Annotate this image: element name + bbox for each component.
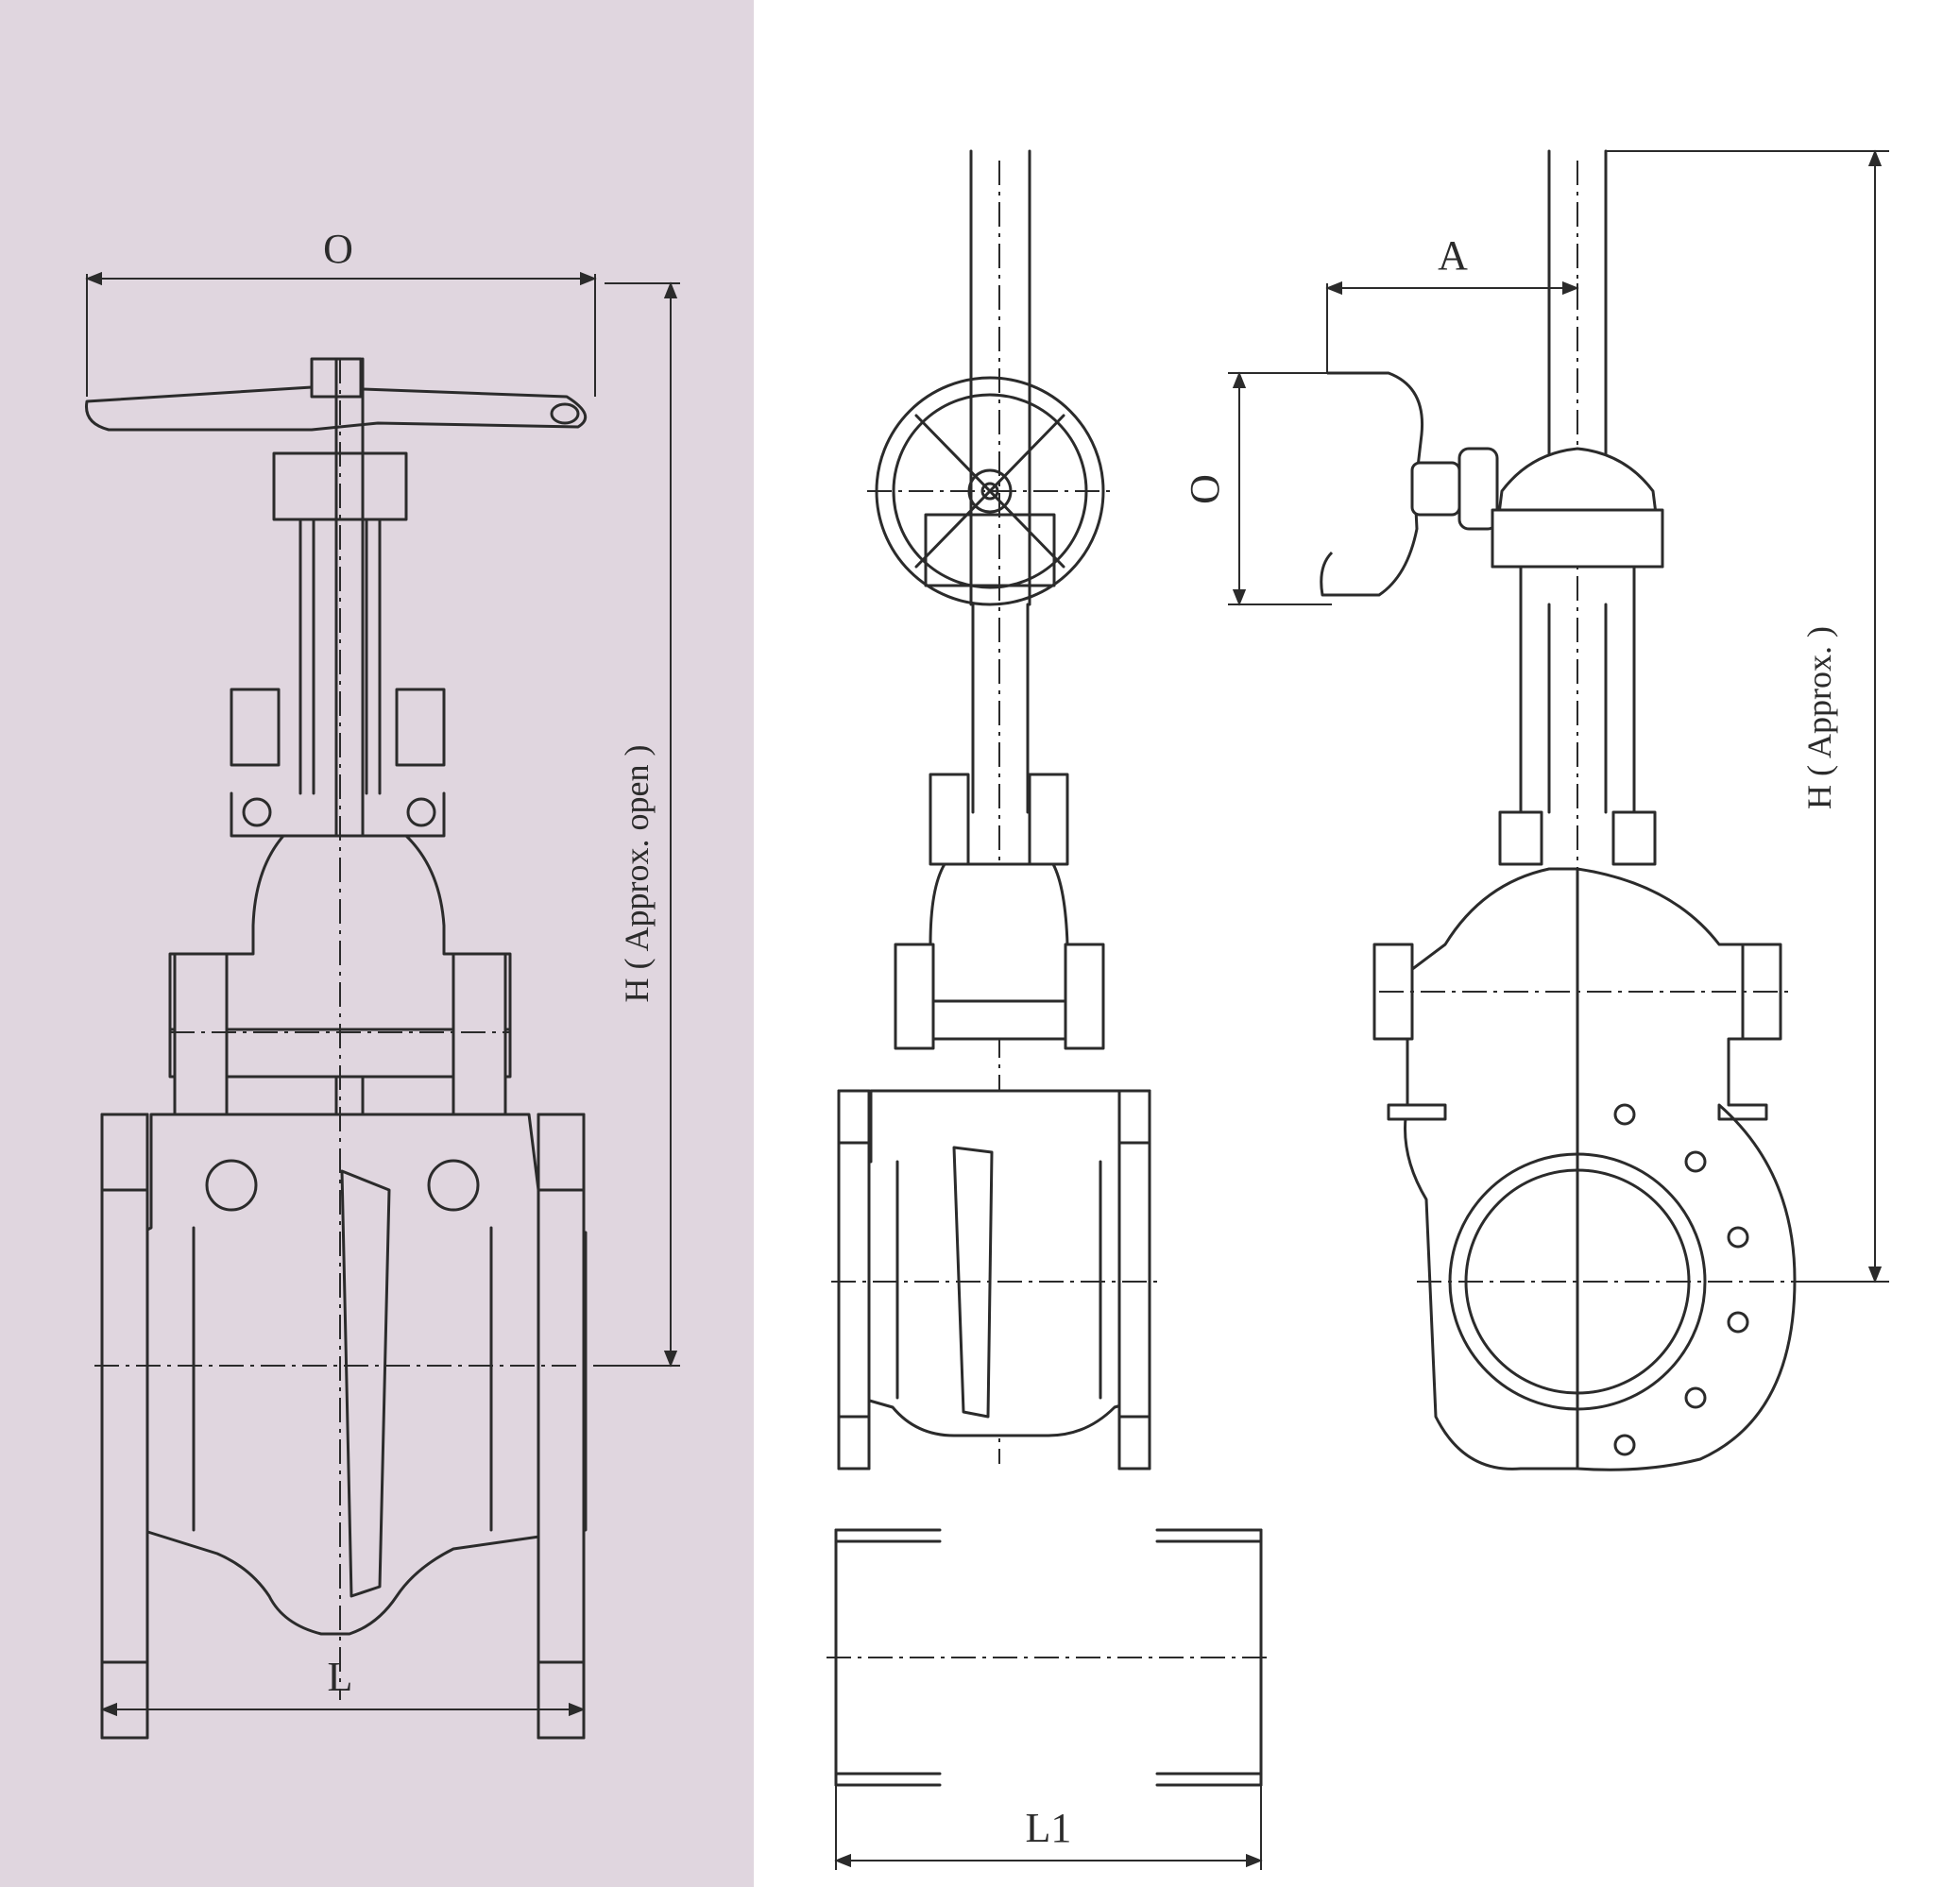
valve-body-mid xyxy=(858,1089,1150,1437)
flange-bolt-holes xyxy=(1613,1103,1749,1456)
right-flange xyxy=(537,1113,586,1740)
left-view-handwheel-valve: O L H ( Approx. open ) xyxy=(0,0,754,1887)
valve-body-side xyxy=(1404,867,1579,1470)
label-o-side: O xyxy=(1182,474,1228,504)
extended-stem xyxy=(969,149,1031,606)
left-flange xyxy=(100,1113,149,1740)
pipe-section xyxy=(834,1528,1263,1787)
label-l1: L1 xyxy=(1026,1805,1072,1851)
valve-body xyxy=(140,1113,588,1636)
gate-wedge xyxy=(340,1169,391,1598)
label-a: A xyxy=(1438,232,1468,279)
middle-view-gear-valve: L1 xyxy=(827,149,1270,1870)
label-h-approx-open: H ( Approx. open ) xyxy=(618,745,656,1003)
label-l: L xyxy=(328,1654,353,1700)
extended-stem-side xyxy=(1547,149,1608,465)
label-o: O xyxy=(323,226,353,272)
side-handwheel xyxy=(1320,371,1424,597)
label-h-approx: H ( Approx. ) xyxy=(1800,626,1838,809)
right-view-gear-valve-side: A O H ( Approx. ) xyxy=(1182,149,1889,1471)
